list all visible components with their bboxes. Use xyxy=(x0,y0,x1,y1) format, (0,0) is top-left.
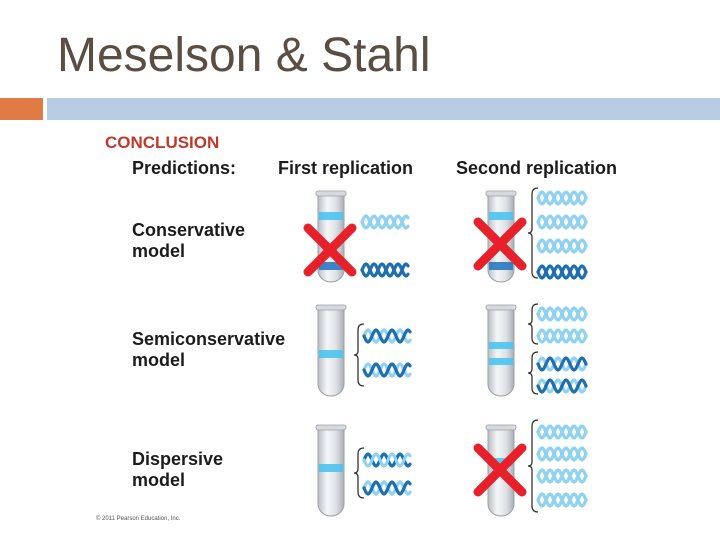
accent-bar xyxy=(0,98,43,120)
dna-strand xyxy=(362,362,412,378)
dna-strand xyxy=(536,238,588,254)
slide-title: Meselson & Stahl xyxy=(57,29,431,82)
red-x-icon xyxy=(473,443,527,497)
double-helix-icon xyxy=(536,424,588,440)
tube-rim xyxy=(315,424,347,431)
second-replication-header: Second replication xyxy=(456,158,618,178)
grouping-brace xyxy=(353,323,365,387)
double-helix-icon xyxy=(360,214,410,230)
dna-strand xyxy=(536,190,588,206)
dna-strand xyxy=(536,378,588,394)
density-band xyxy=(319,262,343,270)
copyright-text: © 2011 Pearson Education, Inc. xyxy=(96,516,181,522)
dna-strand xyxy=(360,262,410,278)
red-x-icon xyxy=(473,217,527,271)
grouping-brace xyxy=(353,447,365,499)
double-helix-icon xyxy=(536,190,588,206)
tube-rim xyxy=(485,190,517,197)
model-label-text: Conservative model xyxy=(132,220,246,261)
dna-strand xyxy=(536,306,588,322)
double-helix-icon xyxy=(536,264,588,280)
model-label-text: Dispersive model xyxy=(132,449,224,490)
double-helix-icon xyxy=(362,480,412,496)
double-helix-icon xyxy=(536,492,588,508)
double-helix-icon xyxy=(536,446,588,462)
conclusion-label: CONCLUSION xyxy=(105,133,220,152)
dna-strand xyxy=(362,452,412,468)
dna-strand xyxy=(536,424,588,440)
model-label-semiconservative: Semiconservative model xyxy=(132,329,332,371)
density-band xyxy=(319,464,343,472)
density-band xyxy=(489,358,513,365)
double-helix-icon xyxy=(536,306,588,322)
model-label-conservative: Conservative model xyxy=(132,220,332,262)
dna-strand xyxy=(536,446,588,462)
predictions-label: Predictions: xyxy=(132,158,237,178)
red-x-icon xyxy=(303,223,357,277)
reject-stroke xyxy=(473,443,527,497)
double-helix-icon xyxy=(362,328,412,344)
double-helix-icon xyxy=(360,262,410,278)
centrifuge-tube-icon xyxy=(315,304,347,397)
grouping-brace xyxy=(527,351,539,395)
dna-strand xyxy=(536,328,588,344)
dna-strand xyxy=(362,328,412,344)
dna-strand xyxy=(536,264,588,280)
density-band xyxy=(319,212,343,220)
double-helix-icon xyxy=(536,356,588,372)
conclusion-figure: CONCLUSION Predictions: First replicatio… xyxy=(92,126,632,526)
double-helix-icon xyxy=(362,362,412,378)
tube-rim xyxy=(485,424,517,431)
double-helix-icon xyxy=(536,468,588,484)
density-band xyxy=(319,350,343,358)
tube-rim xyxy=(315,304,347,311)
model-label-dispersive: Dispersive model xyxy=(132,449,332,491)
centrifuge-tube-icon xyxy=(315,424,347,517)
divider xyxy=(43,98,44,120)
dna-strand xyxy=(360,214,410,230)
density-band xyxy=(489,458,513,466)
density-band xyxy=(489,262,513,270)
centrifuge-tube-icon xyxy=(485,304,517,397)
grouping-brace xyxy=(527,303,539,345)
grouping-brace xyxy=(527,187,539,279)
double-helix-icon xyxy=(536,328,588,344)
tube-rim xyxy=(315,190,347,197)
reject-stroke xyxy=(303,223,357,277)
dna-strand xyxy=(536,468,588,484)
reject-stroke xyxy=(473,217,527,271)
double-helix-icon xyxy=(362,452,412,468)
double-helix-icon xyxy=(536,214,588,230)
header-bar xyxy=(47,98,720,120)
first-replication-header: First replication xyxy=(278,158,414,178)
dna-strand xyxy=(536,492,588,508)
density-band xyxy=(489,212,513,220)
dna-strand xyxy=(536,214,588,230)
tube-rim xyxy=(485,304,517,311)
dna-strand xyxy=(536,356,588,372)
grouping-brace xyxy=(527,419,539,513)
density-band xyxy=(489,342,513,349)
figure-canvas xyxy=(303,187,588,517)
model-label-text: Semiconservative model xyxy=(132,329,286,370)
tube-body xyxy=(487,307,515,397)
double-helix-icon xyxy=(536,378,588,394)
dna-strand xyxy=(362,480,412,496)
double-helix-icon xyxy=(536,238,588,254)
